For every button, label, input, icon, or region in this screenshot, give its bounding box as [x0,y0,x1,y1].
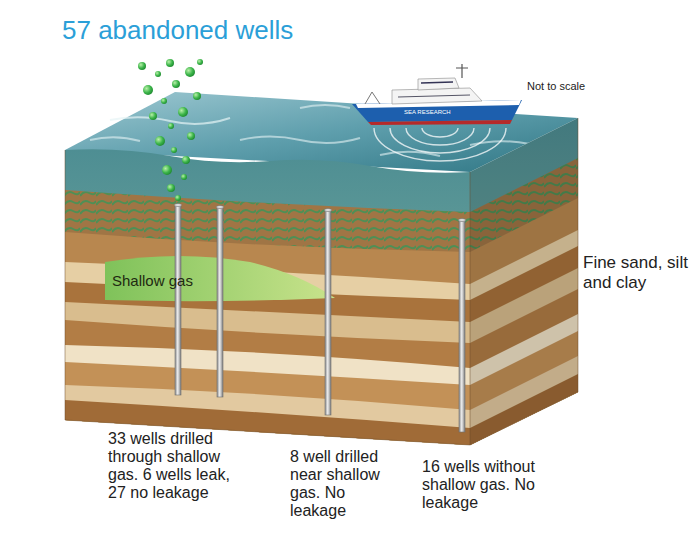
gas-label: Shallow gas [112,272,193,289]
abandoned-wells [175,204,466,433]
sediment-label: Fine sand, silt and clay [583,253,693,292]
sonar-waves [374,128,506,161]
well-group-caption: 8 well drilled near shallow gas. No leak… [290,448,402,520]
research-ship [352,64,522,125]
ship-name: SEA RESEARCH [404,109,451,115]
well-group-caption: 16 wells without shallow gas. No leakage [422,458,560,512]
well-group-caption: 33 wells drilled through shallow gas. 6 … [108,430,250,502]
front-face-layers [65,149,470,445]
diagram-title: 57 abandoned wells [62,16,293,46]
gas-bubbles [138,59,203,201]
block-outline [65,118,578,445]
right-face-layers [470,118,578,445]
scale-note: Not to scale [527,80,585,93]
